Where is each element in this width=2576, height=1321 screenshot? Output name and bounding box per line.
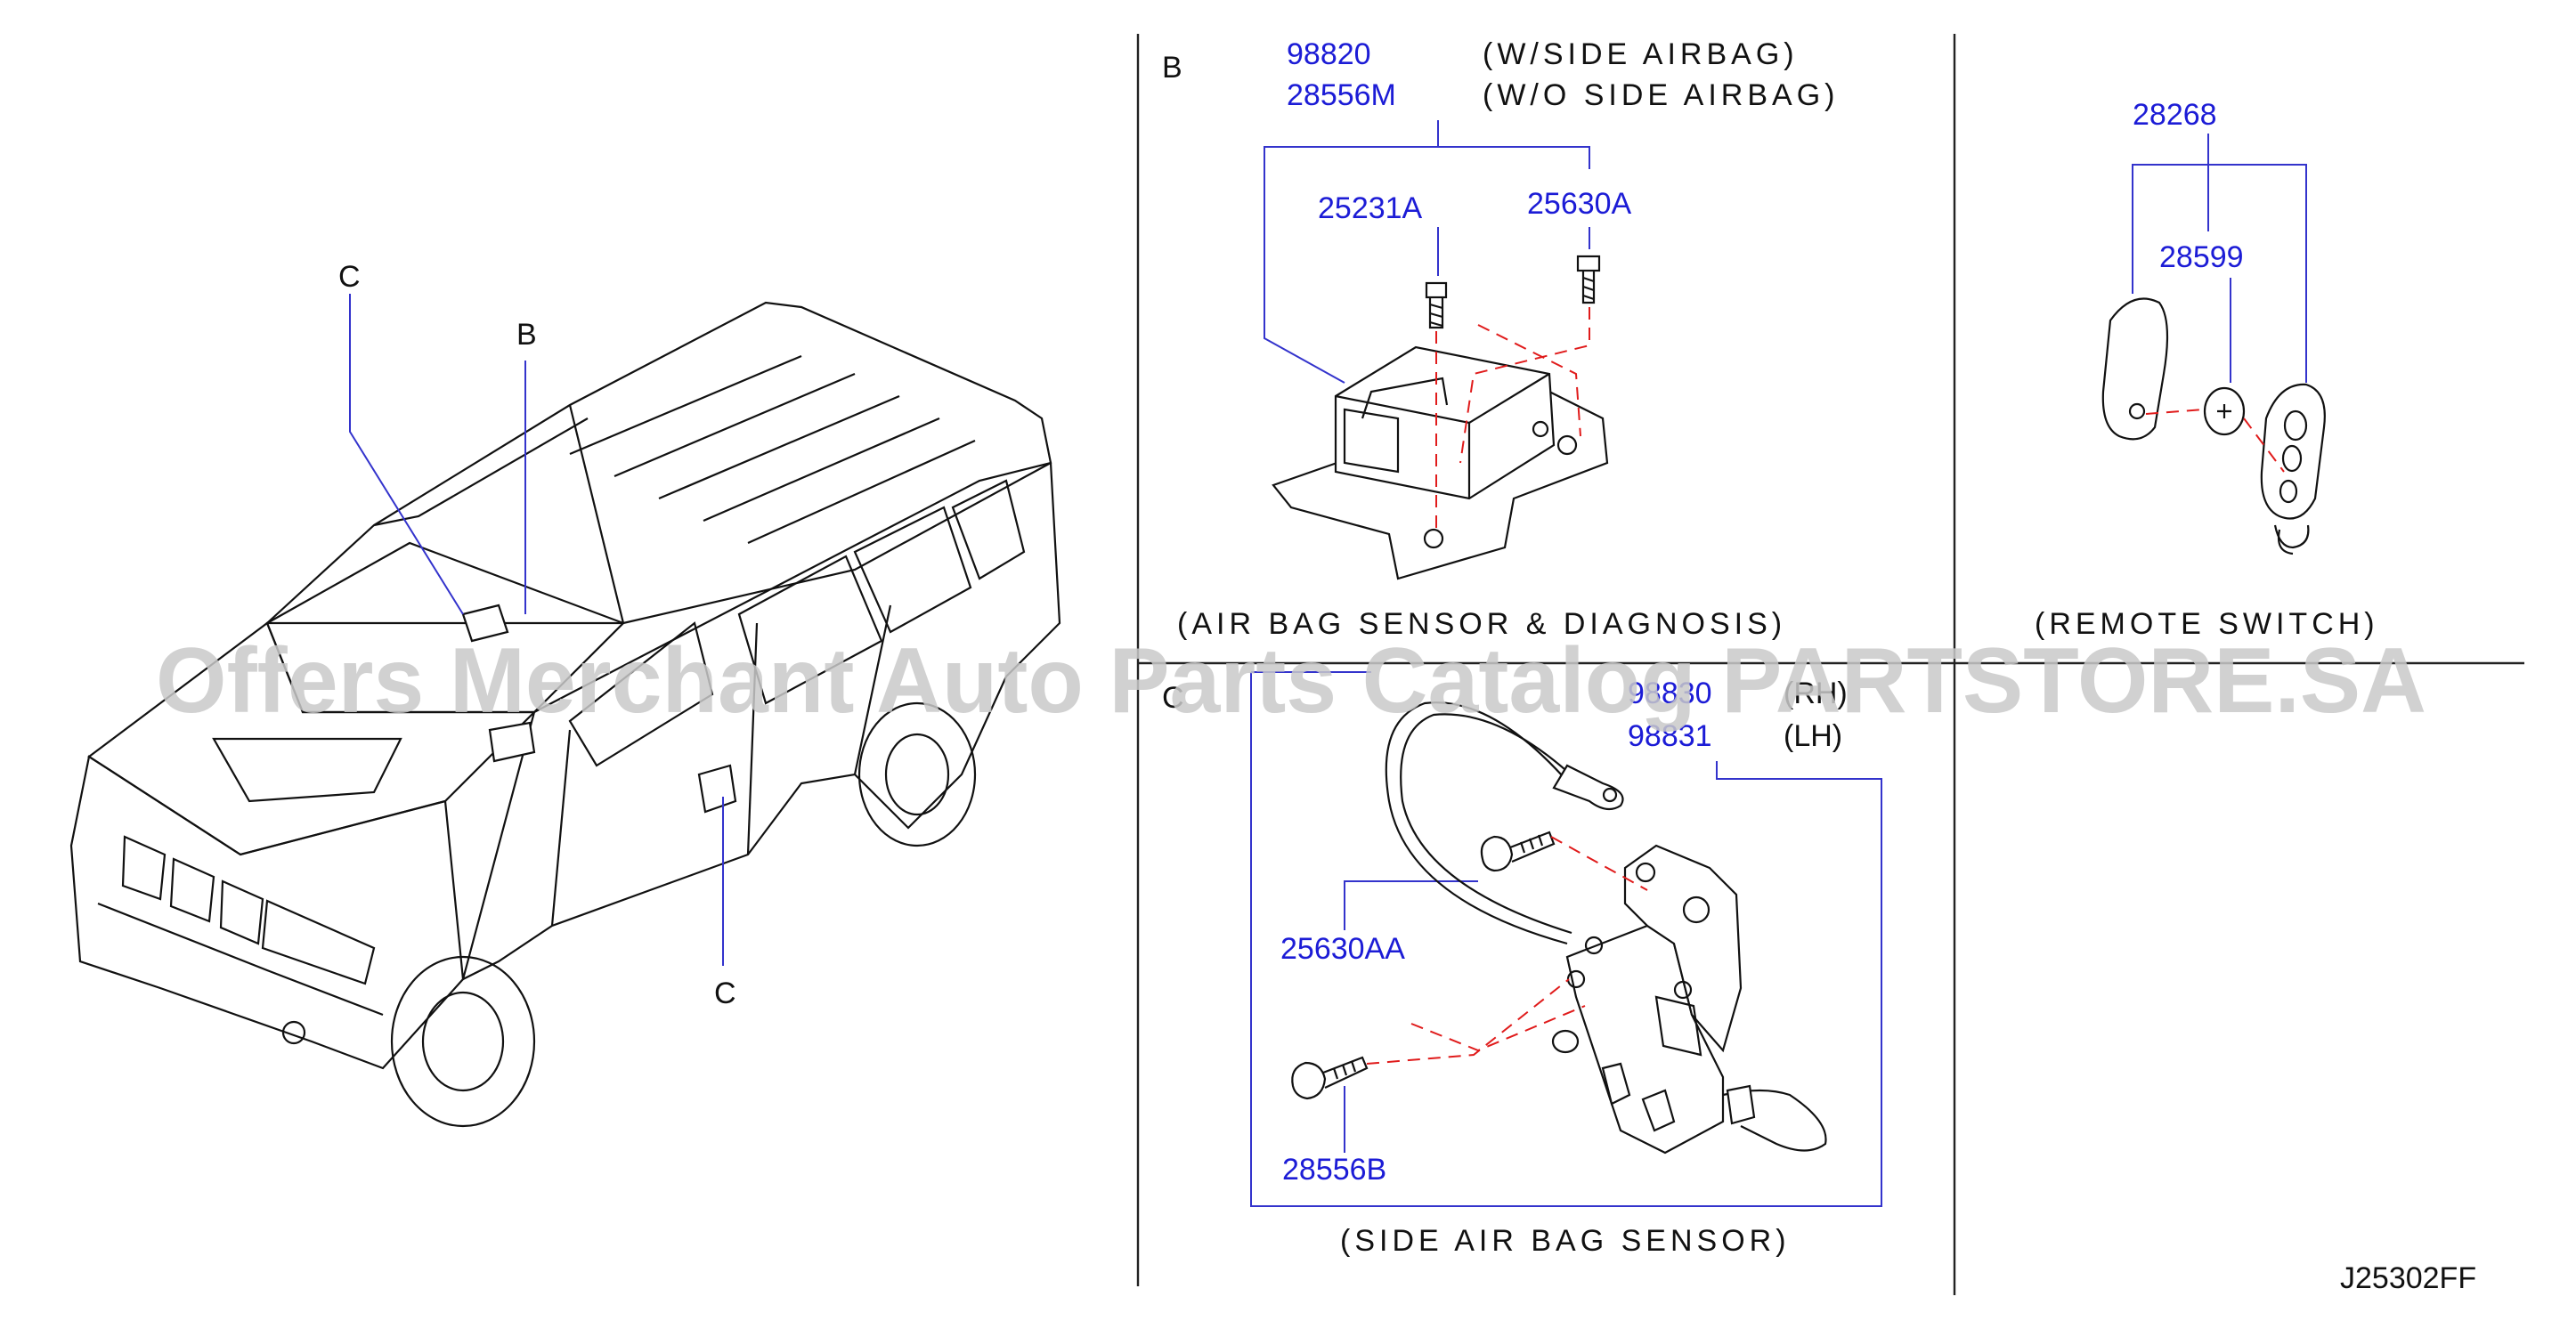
screw-25630A[interactable] [1576, 255, 1601, 304]
part-28268[interactable]: 28268 [2133, 98, 2217, 132]
part-98820[interactable]: 98820 [1287, 37, 1371, 71]
side-airbag-sensor-assembly [1291, 701, 1827, 1155]
section-dividers [1136, 34, 2524, 1295]
section-c-leaders [1250, 671, 1882, 1207]
part-28556M[interactable]: 28556M [1287, 78, 1396, 112]
note-98820: (W/SIDE AIRBAG) [1483, 37, 1799, 71]
part-98830[interactable]: 98830 [1628, 677, 1712, 710]
part-98831[interactable]: 98831 [1628, 719, 1712, 753]
screw-25630AA[interactable] [1480, 831, 1556, 872]
caption-remote-switch: (REMOTE SWITCH) [2035, 607, 2379, 641]
callout-c-top: C [338, 260, 361, 294]
section-b-label: B [1162, 51, 1182, 85]
remote-switch-parts [2101, 297, 2326, 555]
section-b-leaders [1264, 120, 1590, 384]
caption-air-bag-sensor: (AIR BAG SENSOR & DIAGNOSIS) [1177, 607, 1786, 641]
vehicle-leaders [349, 294, 724, 966]
section-c-label: C [1162, 681, 1184, 715]
part-25630AA[interactable]: 25630AA [1280, 932, 1405, 966]
note-28556M: (W/O SIDE AIRBAG) [1483, 78, 1839, 112]
vehicle-drawing [69, 301, 1061, 1128]
screw-28556B[interactable] [1291, 1056, 1369, 1100]
part-28599[interactable]: 28599 [2159, 240, 2244, 274]
remote-leaders [2132, 134, 2307, 383]
note-rh: (RH) [1784, 677, 1848, 710]
airbag-sensor-unit [1272, 255, 1609, 580]
watermark-text: Offers Merchant Auto Parts Catalog PARTS… [156, 629, 2426, 733]
screw-25231A[interactable] [1425, 281, 1448, 329]
part-25231A[interactable]: 25231A [1318, 191, 1423, 225]
caption-side-air-bag-sensor: (SIDE AIR BAG SENSOR) [1340, 1224, 1791, 1258]
callout-b: B [516, 318, 537, 352]
part-28556B[interactable]: 28556B [1282, 1153, 1386, 1187]
callout-c-bottom: C [714, 977, 736, 1010]
part-25630A[interactable]: 25630A [1527, 187, 1632, 221]
note-lh: (LH) [1784, 719, 1842, 753]
diagram-code: J25302FF [2340, 1261, 2476, 1295]
